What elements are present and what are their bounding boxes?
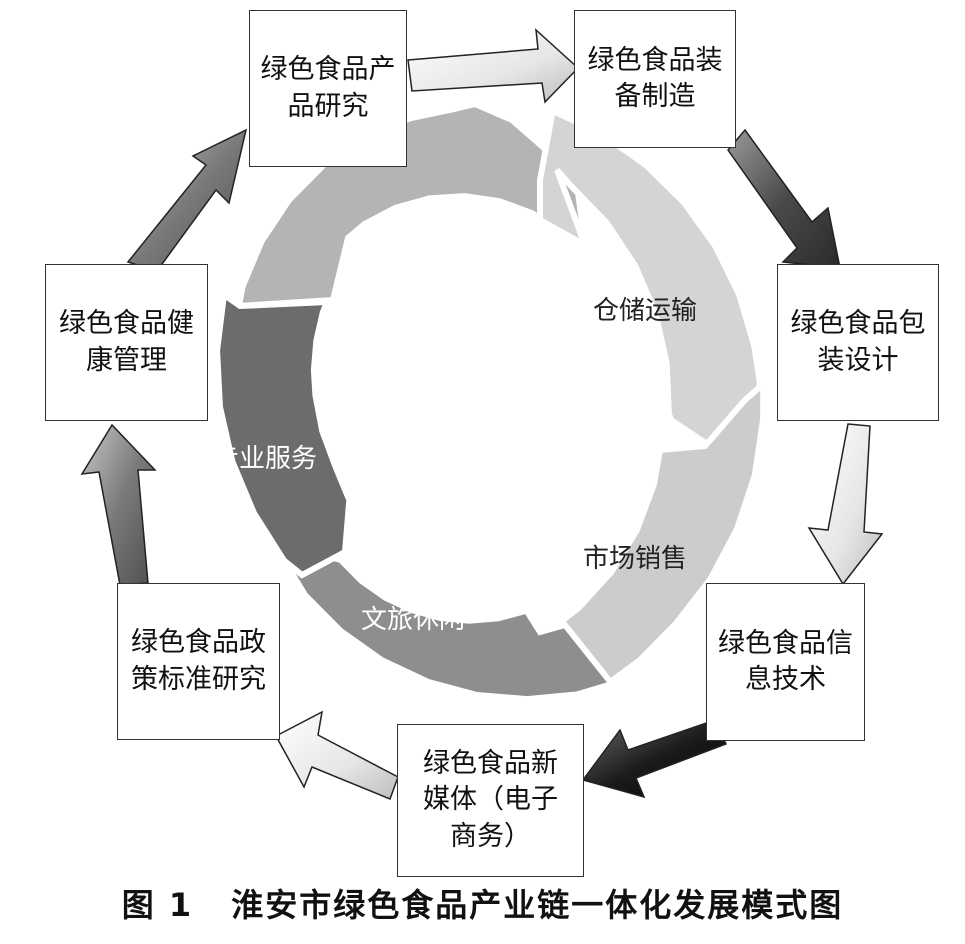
box-line: 品研究 bbox=[287, 90, 369, 122]
box-line: 媒体（电子 bbox=[423, 784, 558, 816]
process-ring: 生产加工 仓储运输 市场销售 文旅休闲 专业服务 bbox=[213, 100, 767, 703]
box-line: 绿色食品装 bbox=[587, 44, 723, 76]
box-policy-standards: 绿色食品政策标准研究 bbox=[117, 583, 280, 740]
box-line: 装设计 bbox=[817, 344, 899, 376]
box-line: 绿色食品信 bbox=[718, 627, 853, 659]
box-new-media: 绿色食品新媒体（电子商务） bbox=[397, 724, 584, 877]
box-line: 息技术 bbox=[745, 664, 826, 695]
label-service: 专业服务 bbox=[213, 444, 317, 474]
box-line: 备制造 bbox=[614, 81, 696, 112]
arrow-infotech-to-media bbox=[581, 719, 728, 799]
arrow-research-to-equipment bbox=[407, 28, 580, 104]
box-line: 绿色食品包 bbox=[790, 308, 926, 340]
box-line: 绿色食品产 bbox=[260, 54, 396, 86]
figure-number: 图 1 bbox=[121, 886, 194, 924]
box-health-management: 绿色食品健康管理 bbox=[45, 264, 208, 421]
box-line: 绿色食品健 bbox=[59, 308, 194, 340]
ring-segment-storage bbox=[537, 106, 764, 450]
label-market: 市场销售 bbox=[583, 544, 687, 574]
box-information-technology: 绿色食品信息技术 bbox=[706, 583, 865, 741]
box-line: 康管理 bbox=[86, 344, 167, 376]
arrow-packaging-to-infotech bbox=[807, 423, 884, 586]
box-product-research: 绿色食品产品研究 bbox=[249, 10, 407, 167]
box-line: 商务） bbox=[450, 820, 531, 852]
ring-center bbox=[346, 263, 630, 547]
arrow-media-to-policy bbox=[274, 710, 399, 800]
arrow-equipment-to-packaging bbox=[727, 128, 841, 269]
box-line: 绿色食品新 bbox=[423, 747, 558, 779]
label-storage: 仓储运输 bbox=[593, 296, 697, 326]
box-line: 绿色食品政 bbox=[131, 627, 266, 659]
box-equipment-manufacturing: 绿色食品装备制造 bbox=[574, 10, 736, 148]
ring-segment-tourism bbox=[289, 546, 618, 703]
arrow-policy-to-health bbox=[80, 423, 157, 586]
cycle-arrows bbox=[80, 28, 884, 800]
ring-segment-market bbox=[541, 377, 767, 686]
figure-caption: 图 1 淮安市绿色食品产业链一体化发展模式图 bbox=[0, 880, 965, 926]
label-tourism: 文旅休闲 bbox=[361, 605, 465, 635]
box-line: 策标准研究 bbox=[131, 663, 266, 695]
box-packaging-design: 绿色食品包装设计 bbox=[777, 264, 939, 421]
label-production: 生产加工 bbox=[401, 230, 505, 260]
arrow-health-to-research bbox=[126, 128, 248, 272]
ring-segment-service bbox=[214, 289, 353, 579]
figure-title: 淮安市绿色食品产业链一体化发展模式图 bbox=[231, 886, 844, 924]
